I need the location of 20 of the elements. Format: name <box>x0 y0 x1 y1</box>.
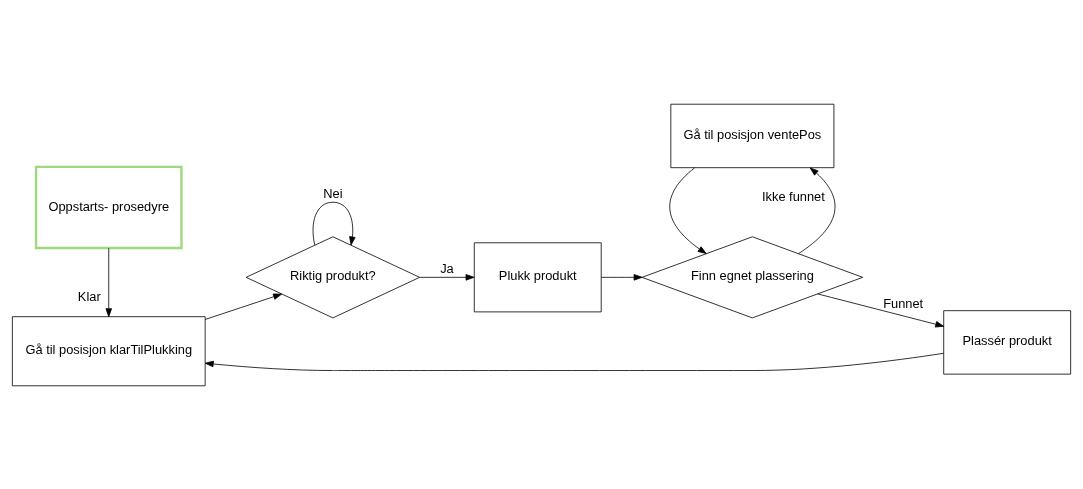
edge-label: Ikke funnet <box>761 188 825 204</box>
arrow <box>600 273 643 281</box>
edge-label: Ja <box>440 260 454 276</box>
arrow <box>105 247 112 317</box>
arrow <box>669 167 707 254</box>
node-box: Gå til posisjon ventePos <box>670 103 835 168</box>
arrow <box>798 167 836 254</box>
node-box: Plassér produkt <box>943 309 1072 375</box>
node-box: Plukk produkt <box>473 241 602 312</box>
edge-label: Klar <box>77 288 101 304</box>
arrow <box>312 201 356 245</box>
node-box: Oppstarts- prosedyre <box>34 165 183 249</box>
edge-label: Nei <box>323 185 343 201</box>
arrow <box>204 293 282 320</box>
node-diamond: Finn egnet plassering <box>641 235 864 318</box>
node-box: Gå til posisjon klarTilPlukking <box>11 315 206 386</box>
edge-label: Funnet <box>883 295 924 311</box>
arrow <box>817 293 945 327</box>
arrow <box>204 352 945 371</box>
arrow <box>419 273 475 281</box>
